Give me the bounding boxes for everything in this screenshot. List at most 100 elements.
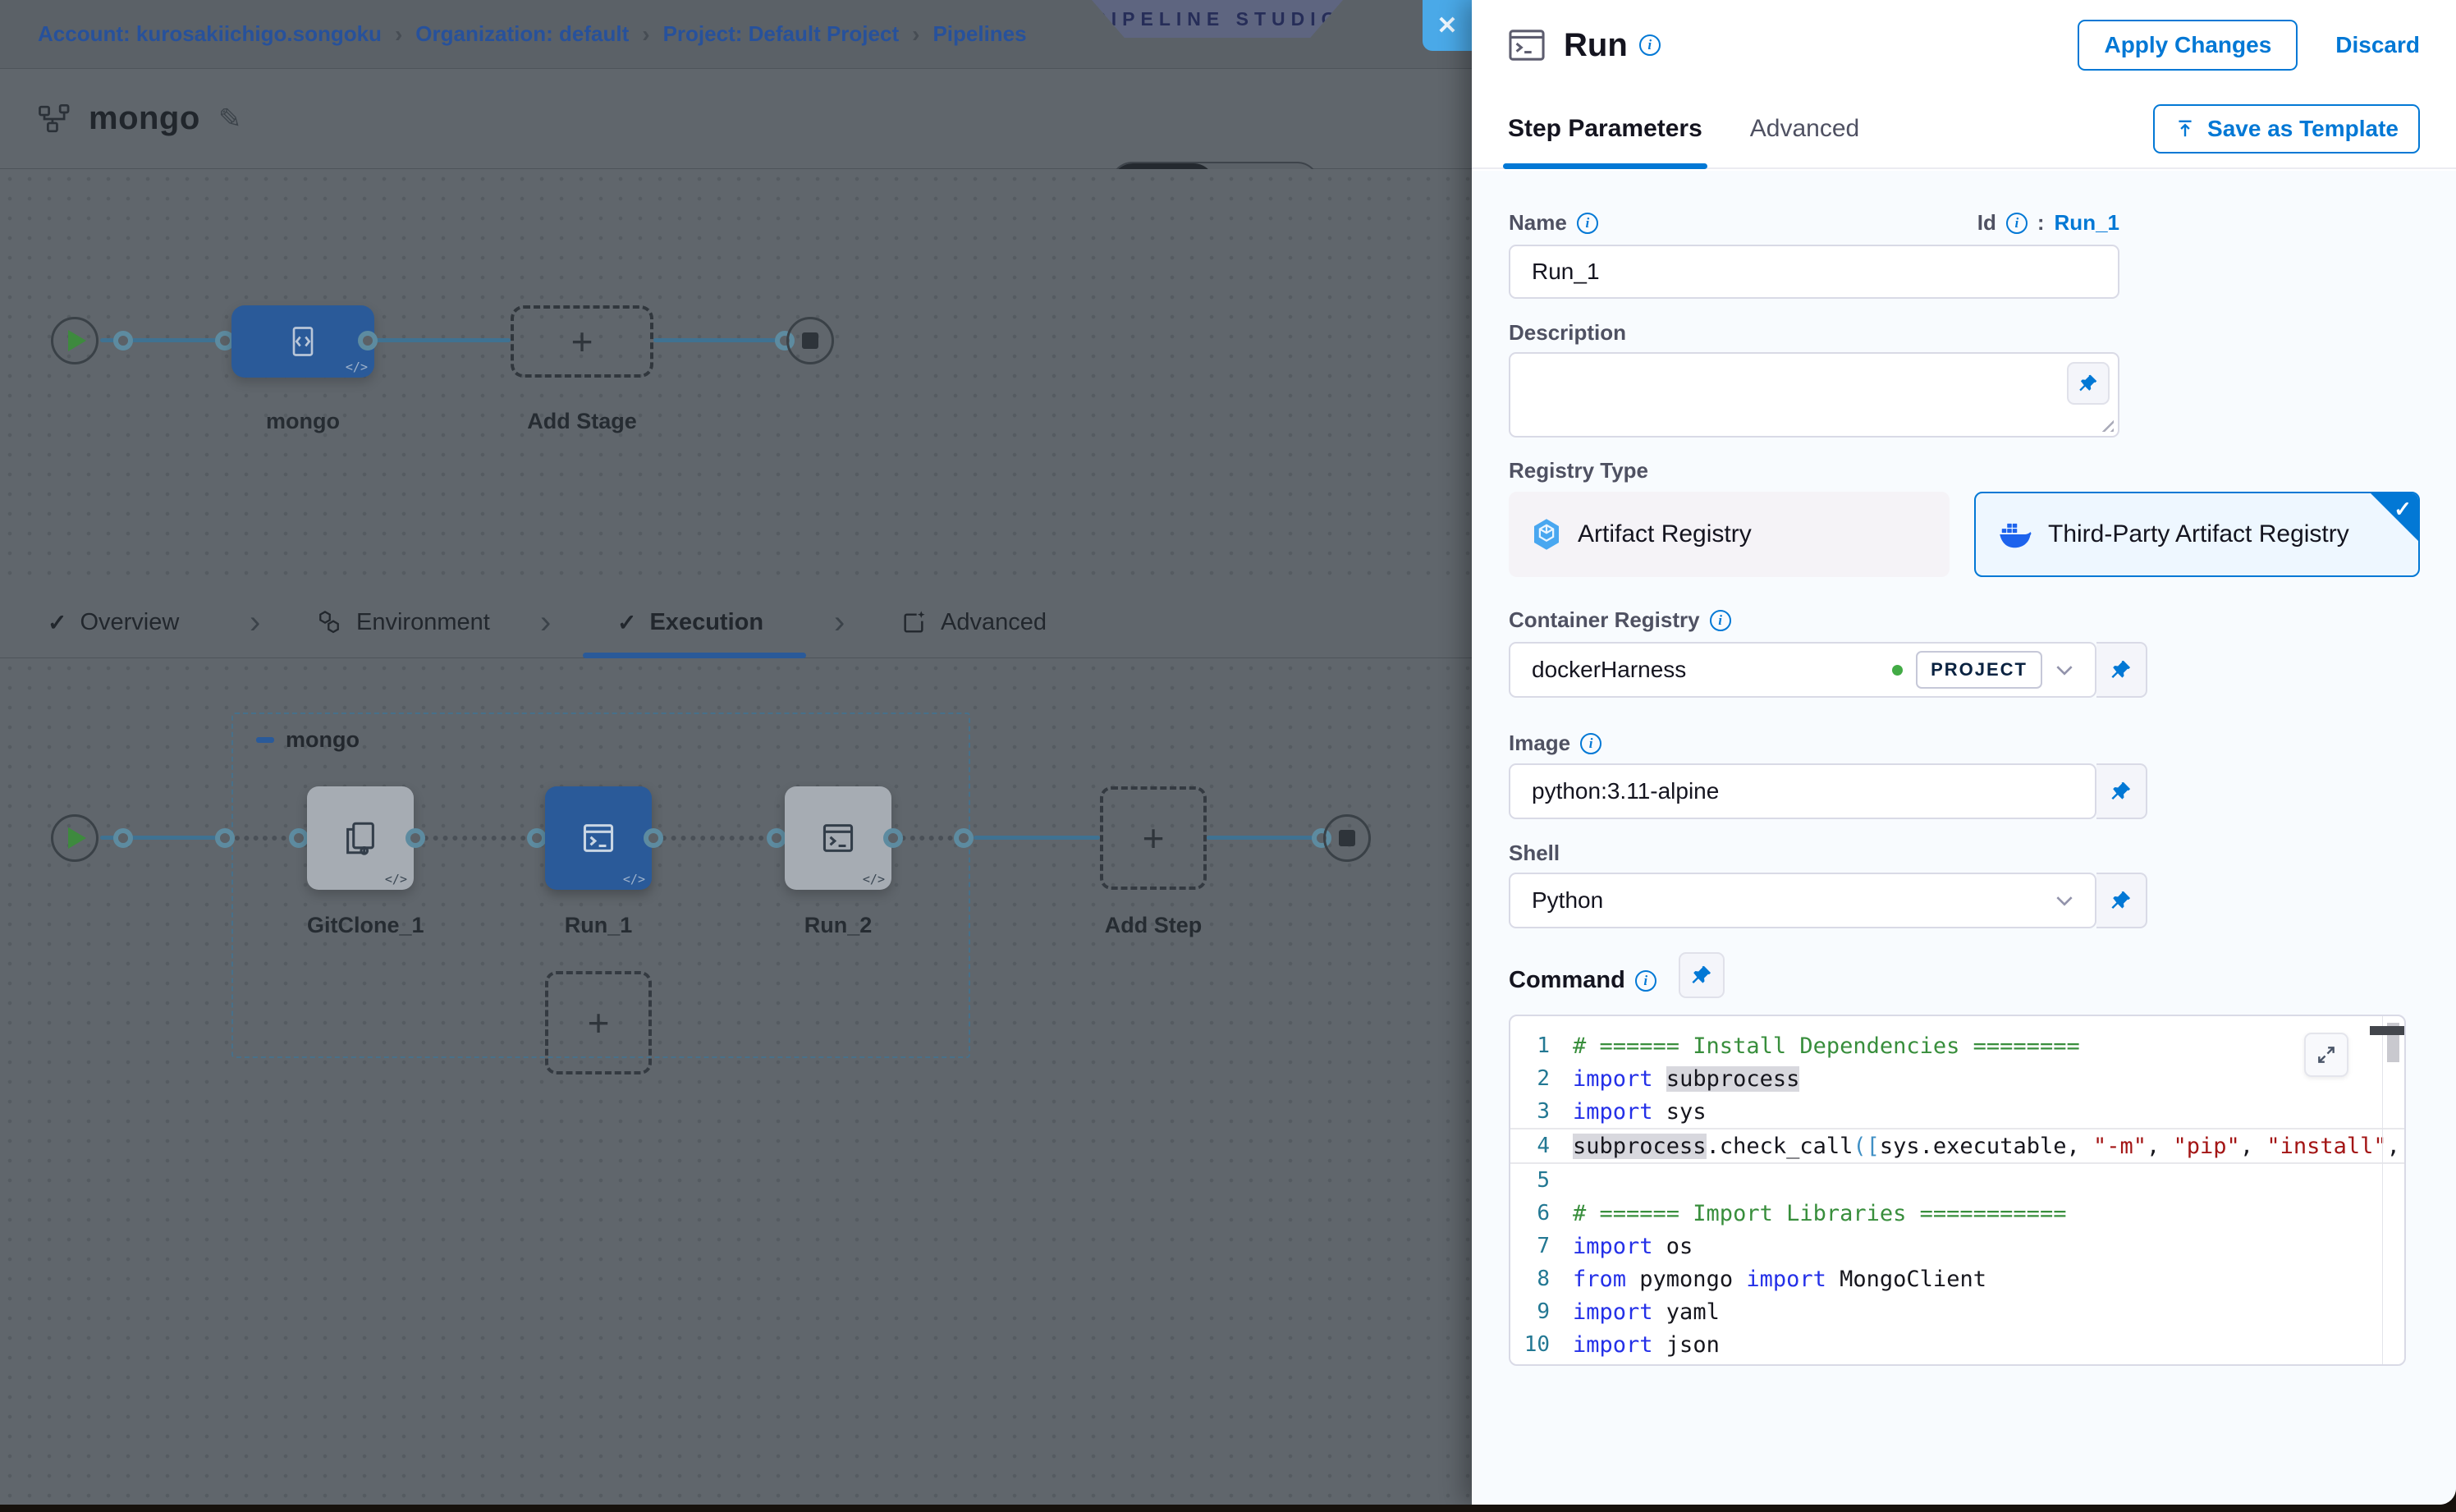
resize-grip[interactable] — [2100, 418, 2114, 432]
code-badge: </> — [862, 872, 885, 887]
expand-editor-button[interactable] — [2304, 1033, 2348, 1077]
close-panel-button[interactable]: ✕ — [1423, 0, 1472, 51]
code-line[interactable]: 6 # ====== Import Libraries =========== — [1510, 1197, 2404, 1230]
collapse-icon[interactable] — [256, 737, 274, 743]
tab-separator-icon: › — [834, 603, 845, 640]
info-icon[interactable]: i — [2005, 212, 2028, 234]
pin-icon — [2111, 891, 2131, 909]
tab-advanced[interactable]: Advanced — [901, 587, 1047, 657]
shell-value: Python — [1532, 887, 1604, 913]
info-icon[interactable]: i — [1634, 969, 1656, 992]
apply-changes-button[interactable]: Apply Changes — [2078, 20, 2298, 71]
image-input[interactable]: python:3.11-alpine — [1509, 763, 2096, 819]
code-text: # ====== Import Libraries =========== — [1573, 1200, 2067, 1226]
connector-ring — [954, 828, 974, 848]
command-label-text: Command — [1509, 967, 1625, 993]
tab-environment[interactable]: Environment — [317, 587, 490, 657]
code-text: import json — [1573, 1331, 1720, 1358]
shell-select[interactable]: Python — [1509, 873, 2096, 928]
code-badge: </> — [384, 872, 407, 887]
breadcrumb-item[interactable]: Pipelines — [932, 21, 1027, 46]
pin-runtime-input-button[interactable] — [2096, 642, 2147, 698]
command-code-editor[interactable]: 1# ====== Install Dependencies ========2… — [1509, 1015, 2406, 1366]
tab-execution[interactable]: ✓ Execution — [617, 587, 763, 657]
pin-runtime-input-button[interactable] — [2096, 763, 2147, 819]
code-line[interactable]: 1# ====== Install Dependencies ======== — [1510, 1029, 2404, 1062]
tab-step-parameters[interactable]: Step Parameters — [1503, 90, 1707, 169]
breadcrumb-item[interactable]: Project: Default Project — [662, 21, 900, 46]
pin-runtime-input-button[interactable] — [2096, 873, 2147, 928]
add-step-node[interactable]: + — [1100, 786, 1207, 890]
tab-advanced[interactable]: Advanced — [1749, 115, 1860, 142]
id-value[interactable]: Run_1 — [2054, 210, 2119, 235]
info-icon[interactable]: i — [1709, 609, 1731, 631]
registry-option-third-party[interactable]: Third-Party Artifact Registry ✓ — [1974, 492, 2420, 577]
add-step-label[interactable]: Add Step — [1104, 913, 1203, 937]
code-text: # ====== Install Dependencies ======== — [1573, 1033, 2080, 1059]
add-step-below-node[interactable]: + — [545, 971, 652, 1074]
tab-overview[interactable]: ✓ Overview — [48, 587, 179, 657]
connector-line — [974, 836, 1100, 840]
connector-dotted — [414, 836, 545, 841]
breadcrumb-item[interactable]: Organization: default — [415, 21, 630, 46]
pipeline-name: mongo — [89, 100, 200, 136]
tab-label: Execution — [649, 608, 764, 635]
editor-scrollbar-track — [2382, 1016, 2383, 1364]
step-node-run2[interactable]: </> — [785, 786, 891, 890]
add-stage-node[interactable]: + — [511, 305, 653, 378]
editor-overview-marker — [2370, 1026, 2404, 1035]
stage-node-mongo[interactable]: </> — [231, 305, 374, 378]
breadcrumb-item[interactable]: Account: kurosakiichigo.songoku — [38, 21, 382, 46]
connector-ring — [527, 828, 547, 848]
add-stage-label[interactable]: Add Stage — [527, 409, 637, 433]
chevron-down-icon[interactable] — [2055, 665, 2073, 676]
code-line[interactable]: 5 — [1510, 1164, 2404, 1197]
line-number: 6 — [1537, 1201, 1550, 1226]
step-node-gitclone[interactable]: </> — [307, 786, 414, 890]
line-number: 8 — [1537, 1267, 1550, 1291]
name-label: Name — [1509, 210, 1567, 235]
pipeline-studio-badge: PIPELINE STUDIO — [1092, 0, 1343, 38]
info-icon[interactable]: i — [1576, 212, 1598, 234]
chevron-down-icon[interactable] — [2055, 896, 2073, 906]
line-number: 2 — [1537, 1066, 1550, 1091]
tab-separator-icon: › — [540, 603, 552, 640]
active-tab-underline — [583, 653, 806, 658]
step-label[interactable]: GitClone_1 — [307, 913, 424, 937]
stage-group-header[interactable]: mongo — [256, 727, 360, 753]
step-label[interactable]: Run_2 — [804, 913, 873, 937]
pin-runtime-input-button[interactable] — [2067, 362, 2110, 405]
registry-option-artifact[interactable]: Artifact Registry — [1509, 492, 1950, 577]
advanced-icon — [904, 611, 925, 633]
stage-code-icon — [292, 327, 314, 356]
pin-runtime-input-button[interactable] — [1679, 952, 1725, 998]
info-icon[interactable]: i — [1580, 732, 1602, 754]
connector-line — [374, 338, 511, 342]
container-registry-input[interactable]: dockerHarness PROJECT — [1509, 642, 2096, 698]
description-textarea[interactable] — [1509, 352, 2119, 438]
breadcrumb-separator-icon: › — [642, 21, 650, 47]
stage-label[interactable]: mongo — [266, 409, 340, 433]
save-as-template-button[interactable]: Save as Template — [2153, 104, 2420, 153]
discard-button[interactable]: Discard — [2335, 32, 2420, 57]
step-label[interactable]: Run_1 — [564, 913, 633, 937]
name-input[interactable]: Run_1 — [1509, 245, 2119, 299]
registry-type-label-text: Registry Type — [1509, 458, 1649, 483]
terminal-icon — [822, 824, 854, 852]
edit-pipeline-icon[interactable]: ✎ — [218, 103, 242, 135]
code-text: import os — [1573, 1233, 1693, 1259]
breadcrumb[interactable]: Account: kurosakiichigo.songoku › Organiza… — [38, 21, 1027, 48]
step-config-panel: Run i Apply Changes Discard Step Paramet… — [1472, 0, 2456, 1505]
plus-icon: + — [587, 1001, 610, 1044]
registry-option-label: Artifact Registry — [1578, 520, 1752, 548]
run-step-icon — [1509, 30, 1545, 61]
info-icon[interactable]: i — [1638, 34, 1661, 56]
step-node-run1-selected[interactable]: </> — [545, 786, 652, 890]
